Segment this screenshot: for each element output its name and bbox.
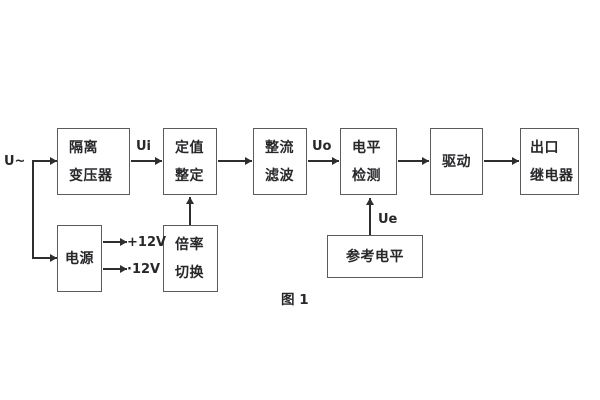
block-setpoint-setting: 定值 整定: [163, 128, 217, 195]
block-text: 电平: [352, 139, 381, 156]
label-input-voltage: U~: [4, 154, 26, 169]
label-ui: Ui: [136, 139, 152, 154]
block-text: 整流: [265, 139, 294, 156]
figure-caption: 图 1: [281, 292, 309, 308]
block-ratio-switching: 倍率 切换: [163, 225, 218, 292]
label-rail-positive: +12V: [127, 235, 167, 250]
block-text: 整定: [175, 167, 204, 184]
block-text: 继电器: [530, 167, 574, 184]
arrow-power-minus12: [103, 265, 127, 273]
label-uo: Uo: [312, 139, 332, 154]
block-text: 驱动: [442, 153, 471, 170]
line-input-branch: [32, 160, 34, 259]
arrow-ratio-to-setpoint: [186, 197, 194, 225]
arrow-rectifier-to-level: [308, 157, 339, 165]
block-text: 切换: [175, 264, 204, 281]
arrow-transformer-to-setpoint: [131, 157, 162, 165]
block-driver: 驱动: [430, 128, 483, 195]
block-text: 倍率: [175, 236, 204, 253]
block-level-detection: 电平 检测: [340, 128, 397, 195]
block-text: 隔离: [69, 139, 98, 156]
block-rectifier-filter: 整流 滤波: [253, 128, 307, 195]
block-power-supply: 电源: [57, 225, 102, 292]
block-reference-level: 参考电平: [327, 235, 423, 278]
arrow-driver-to-relay: [484, 157, 519, 165]
block-text: 参考电平: [346, 248, 404, 265]
arrow-input-to-power: [33, 254, 57, 262]
block-text: 变压器: [69, 167, 113, 184]
block-text: 定值: [175, 139, 204, 156]
arrow-setpoint-to-rectifier: [218, 157, 252, 165]
block-text: 滤波: [265, 167, 294, 184]
arrow-input-to-transformer: [33, 157, 57, 165]
block-isolation-transformer: 隔离 变压器: [57, 128, 130, 195]
block-text: 检测: [352, 167, 381, 184]
arrow-level-to-driver: [398, 157, 429, 165]
label-rail-negative: ·12V: [127, 262, 161, 277]
block-output-relay: 出口 继电器: [520, 128, 579, 195]
block-text: 出口: [530, 139, 559, 156]
label-ue: Ue: [378, 212, 398, 227]
block-text: 电源: [65, 250, 94, 267]
arrow-power-plus12: [103, 238, 127, 246]
arrow-reference-to-level: [366, 198, 374, 235]
